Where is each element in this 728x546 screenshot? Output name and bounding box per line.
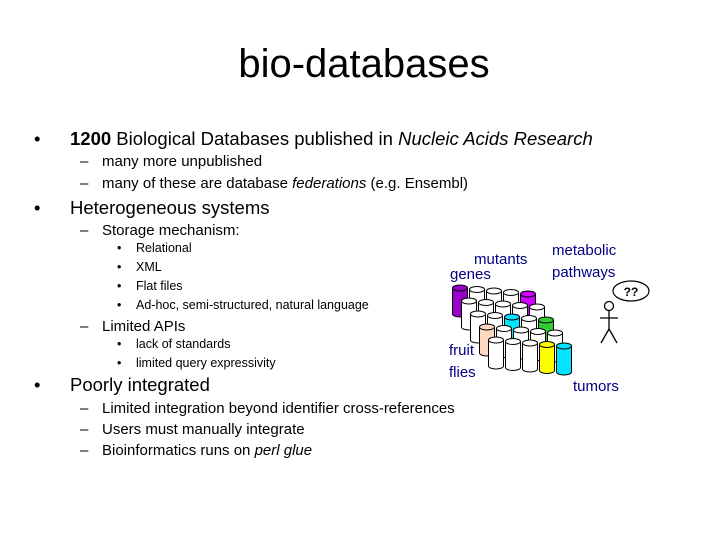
database-cylinder-top bbox=[470, 310, 486, 318]
database-cylinder-top bbox=[556, 342, 572, 350]
bullet-dot: • bbox=[117, 337, 122, 351]
dash: – bbox=[80, 400, 89, 417]
bullet-dot: • bbox=[117, 279, 122, 293]
database-cylinder-top bbox=[486, 287, 502, 295]
database-cylinder-top bbox=[452, 284, 468, 292]
database-cylinder-top bbox=[478, 299, 494, 306]
database-cylinder-top bbox=[520, 290, 536, 298]
database-cylinder-top bbox=[512, 302, 528, 309]
database-cylinder-top bbox=[538, 316, 554, 324]
database-cylinder-top bbox=[495, 300, 511, 308]
database-stack-figure: ?? bbox=[452, 280, 650, 376]
database-cylinder bbox=[488, 339, 504, 370]
database-cylinder-top bbox=[529, 303, 545, 311]
database-cylinder-top bbox=[522, 339, 538, 347]
dash: – bbox=[80, 222, 89, 239]
database-cylinder-top bbox=[505, 338, 521, 345]
database-cylinder-top bbox=[504, 313, 520, 321]
storage-item: •Flat files bbox=[117, 279, 183, 293]
bullet-text: Biological Databases published in bbox=[111, 128, 399, 149]
dash: – bbox=[80, 421, 89, 438]
database-cylinder-top bbox=[479, 323, 495, 331]
bullet-dot: • bbox=[117, 241, 122, 255]
database-cylinder-top bbox=[530, 328, 546, 335]
person-icon bbox=[600, 300, 618, 344]
slide-title: bio-databases bbox=[238, 42, 490, 86]
speech-bubble: ?? bbox=[612, 280, 650, 302]
sub-bullet-manual: – Users must manually integrate bbox=[80, 421, 305, 438]
label-genes: genes bbox=[450, 266, 491, 283]
database-cylinder-top bbox=[547, 329, 563, 337]
database-cylinder-top bbox=[487, 312, 503, 319]
database-cylinder bbox=[505, 341, 521, 371]
svg-text:??: ?? bbox=[624, 285, 639, 299]
bullet-dot: • bbox=[117, 356, 122, 370]
database-cylinder-top bbox=[488, 336, 504, 344]
dash: – bbox=[80, 175, 89, 192]
database-cylinder-top bbox=[503, 289, 519, 296]
dash: – bbox=[80, 442, 89, 459]
sub-bullet-identifier: – Limited integration beyond identifier … bbox=[80, 400, 455, 417]
database-cylinder-top bbox=[496, 325, 512, 332]
sub-bullet-perl: – Bioinformatics runs on perl glue bbox=[80, 442, 313, 459]
dash: – bbox=[80, 318, 89, 335]
database-cylinder bbox=[522, 342, 538, 373]
bullet-dot: • bbox=[34, 128, 41, 149]
api-item: •lack of standards bbox=[117, 337, 231, 351]
label-pathways: pathways bbox=[552, 264, 616, 281]
label-metabolic: metabolic bbox=[552, 242, 617, 259]
sub-bullet-apis: – Limited APIs bbox=[80, 318, 186, 335]
sub-bullet-storage: – Storage mechanism: bbox=[80, 222, 240, 239]
storage-item: •Ad-hoc, semi-structured, natural langua… bbox=[117, 298, 369, 312]
bullet-dot: • bbox=[34, 197, 41, 218]
database-cylinder-top bbox=[539, 341, 555, 348]
label-fruit: fruit bbox=[449, 342, 475, 359]
label-flies: flies bbox=[449, 364, 476, 381]
label-tumors: tumors bbox=[573, 378, 619, 395]
database-cylinder bbox=[539, 344, 555, 374]
database-cylinder-top bbox=[513, 326, 529, 334]
database-cylinder-top bbox=[461, 297, 477, 305]
api-item: •limited query expressivity bbox=[117, 356, 276, 370]
count-bold: 1200 bbox=[70, 128, 112, 149]
bullet-dot: • bbox=[34, 374, 41, 395]
database-stacks bbox=[452, 284, 572, 376]
journal-name: Nucleic Acids Research bbox=[398, 128, 593, 149]
storage-item: •XML bbox=[117, 260, 162, 274]
sub-bullet-federations: – many of these are database federations… bbox=[80, 175, 469, 192]
sub-bullet-unpublished: – many more unpublished bbox=[80, 153, 263, 170]
storage-item: •Relational bbox=[117, 241, 192, 255]
label-mutants: mutants bbox=[474, 251, 528, 268]
database-cylinder-top bbox=[521, 315, 537, 322]
database-cylinder-top bbox=[469, 286, 485, 293]
bullet-dot: • bbox=[117, 260, 122, 274]
database-cylinder bbox=[556, 345, 572, 376]
bullet-dot: • bbox=[117, 298, 122, 312]
dash: – bbox=[80, 153, 89, 170]
